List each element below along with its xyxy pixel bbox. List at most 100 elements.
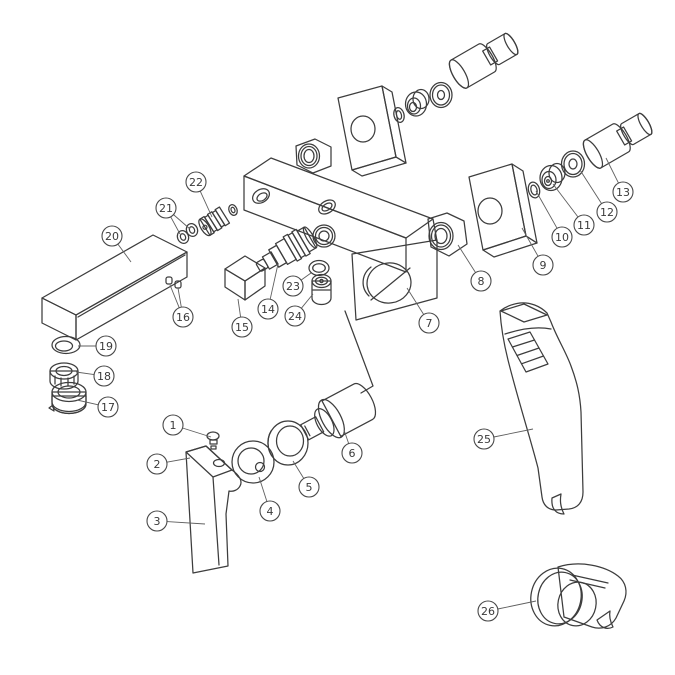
callout-leader-line: [170, 216, 181, 235]
callout-circle: [257, 298, 279, 320]
callout-leader-line: [493, 428, 534, 438]
callout-14: 14: [257, 263, 279, 320]
callout-number: 25: [477, 433, 491, 446]
part-aerator-insert: [49, 362, 79, 390]
callout-4: 4: [258, 476, 281, 522]
callout-circle: [93, 365, 115, 387]
part-hand-shower: [499, 302, 584, 515]
callout-number: 16: [176, 311, 190, 324]
part-notched-ring: [231, 440, 275, 484]
callout-10: 10: [535, 190, 573, 248]
part-black-washer: [560, 150, 586, 178]
callout-leader-line: [169, 284, 180, 308]
callout-number: 22: [189, 176, 203, 189]
callout-number: 10: [555, 231, 569, 244]
callout-number: 23: [286, 280, 300, 293]
callout-circle: [259, 500, 281, 522]
part-spout: [41, 234, 188, 341]
callout-circle: [146, 453, 168, 475]
callout-leader-line: [605, 157, 619, 184]
callout-circle: [477, 600, 499, 622]
callout-circle: [162, 414, 184, 436]
part-aerator-washer: [51, 335, 81, 355]
callout-6: 6: [341, 429, 363, 464]
callout-3: 3: [146, 510, 206, 532]
part-seal-o-ring: [527, 181, 541, 199]
callout-leader-line: [292, 460, 305, 479]
callout-leader-line: [237, 298, 242, 318]
callout-number: 2: [154, 458, 161, 471]
callout-19: 19: [78, 335, 117, 357]
callout-5: 5: [292, 460, 320, 498]
part-port-nut: [427, 212, 468, 257]
callout-number: 9: [540, 259, 547, 272]
callout-12: 12: [579, 169, 618, 223]
callout-leader-line: [258, 476, 268, 502]
callout-15: 15: [231, 298, 253, 338]
callout-circle: [612, 181, 634, 203]
callout-circle: [95, 335, 117, 357]
callout-circle: [97, 396, 119, 418]
callout-leader-line: [182, 427, 212, 438]
callout-number: 4: [267, 505, 274, 518]
callout-number: 3: [154, 515, 161, 528]
callout-circle: [185, 171, 207, 193]
callout-circle: [298, 476, 320, 498]
callout-circle: [284, 305, 306, 327]
callout-circle: [341, 442, 363, 464]
part-set-screws: [165, 276, 182, 289]
callout-number: 1: [170, 419, 177, 432]
callout-24: 24: [284, 293, 314, 327]
part-left-seal-set: [393, 81, 453, 123]
callout-circle: [418, 312, 440, 334]
callout-number: 7: [426, 317, 433, 330]
callout-7: 7: [406, 287, 440, 334]
callout-leader-line: [535, 190, 558, 229]
part-s-union: [582, 112, 653, 169]
callout-number: 5: [306, 481, 313, 494]
part-cube-cap: [224, 255, 266, 301]
callout-8: 8: [457, 244, 492, 292]
callout-leader-line: [521, 227, 539, 257]
callout-leader-line: [457, 244, 476, 273]
callout-circle: [101, 225, 123, 247]
callout-leader-line: [343, 429, 350, 444]
callout-circle: [473, 428, 495, 450]
callout-leader-line: [166, 457, 191, 463]
callout-13: 13: [605, 157, 634, 203]
part-handle-screw: [206, 431, 220, 450]
callout-21: 21: [155, 197, 191, 235]
callout-23: 23: [282, 272, 312, 297]
callout-17: 17: [76, 396, 119, 418]
part-mixer-body: [243, 157, 438, 394]
callout-leader-line: [406, 287, 425, 315]
callout-1: 1: [162, 414, 212, 438]
callout-number: 8: [478, 275, 485, 288]
callout-18: 18: [75, 365, 115, 387]
callout-leader-line: [177, 287, 182, 308]
callout-number: 12: [600, 206, 614, 219]
callout-leader-line: [300, 293, 314, 309]
callout-2: 2: [146, 453, 191, 475]
callout-circle: [573, 214, 595, 236]
part-ribbed-plug: [311, 273, 332, 306]
callout-circle: [231, 316, 253, 338]
callout-9: 9: [521, 227, 554, 276]
callout-number: 20: [105, 230, 119, 243]
callout-leader-line: [173, 214, 191, 230]
part-escutcheon: [468, 163, 538, 258]
callout-26: 26: [477, 600, 537, 622]
callout-number: 26: [481, 605, 495, 618]
part-o-ring-washers: [176, 223, 199, 244]
callout-16: 16: [169, 284, 194, 328]
callout-circle: [146, 510, 168, 532]
callout-leader-line: [117, 243, 132, 263]
callout-circle: [470, 270, 492, 292]
part-aerator-housing: [48, 381, 87, 415]
callout-layer: 1234567891011121314151617181920212223242…: [75, 157, 634, 622]
callout-number: 18: [97, 370, 111, 383]
callout-circle: [551, 226, 573, 248]
callout-leader-line: [497, 600, 537, 610]
